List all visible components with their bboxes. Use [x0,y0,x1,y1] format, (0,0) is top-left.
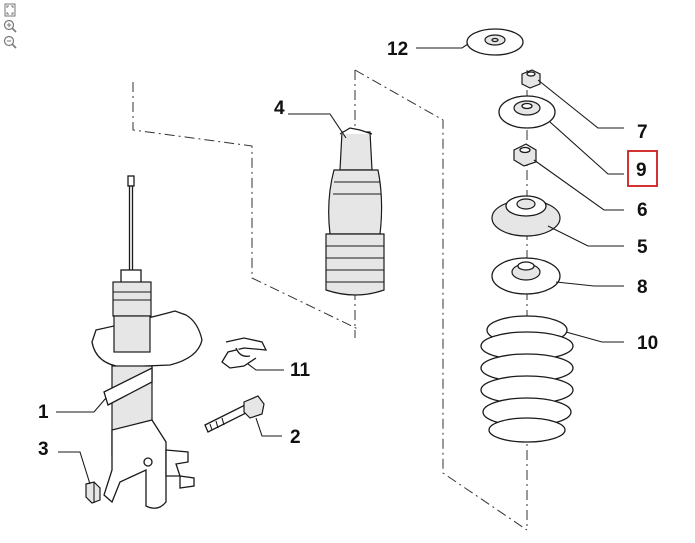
part-12-top-cap[interactable] [466,28,524,56]
callout-11[interactable]: 11 [290,360,311,381]
callout-6[interactable]: 6 [637,200,648,221]
callout-9[interactable]: 9 [636,160,647,181]
part-10-coil-spring[interactable] [480,315,574,443]
zoom-out-icon[interactable] [2,34,18,50]
selected-callout-highlight [627,150,658,187]
callout-8[interactable]: 8 [637,277,648,298]
part-9-upper-mount[interactable] [498,95,556,129]
leader-lines [56,43,624,485]
part-5-strut-mount[interactable] [491,195,561,237]
part-2-bolt[interactable] [204,395,265,433]
zoom-in-icon[interactable] [2,18,18,34]
callout-10[interactable]: 10 [637,333,658,354]
fit-to-page-icon[interactable] [2,2,18,18]
assembly-guide-lines [132,69,528,531]
part-6-nut[interactable] [513,143,537,167]
callout-2[interactable]: 2 [290,427,301,448]
callout-12[interactable]: 12 [387,39,408,60]
callout-4[interactable]: 4 [274,98,285,119]
part-1-shock-absorber[interactable] [91,175,203,509]
callout-5[interactable]: 5 [637,237,648,258]
part-4-dust-boot[interactable] [325,127,385,296]
part-7-top-nut[interactable] [521,69,541,89]
callout-7[interactable]: 7 [637,122,648,143]
callout-1[interactable]: 1 [38,402,49,423]
part-11-clip[interactable] [221,337,268,369]
part-3-nut[interactable] [85,481,101,504]
part-8-spring-seat[interactable] [491,257,561,295]
callout-labels: 12 4 7 9 6 5 8 10 11 2 1 3 [38,39,658,460]
callout-3[interactable]: 3 [38,439,49,460]
